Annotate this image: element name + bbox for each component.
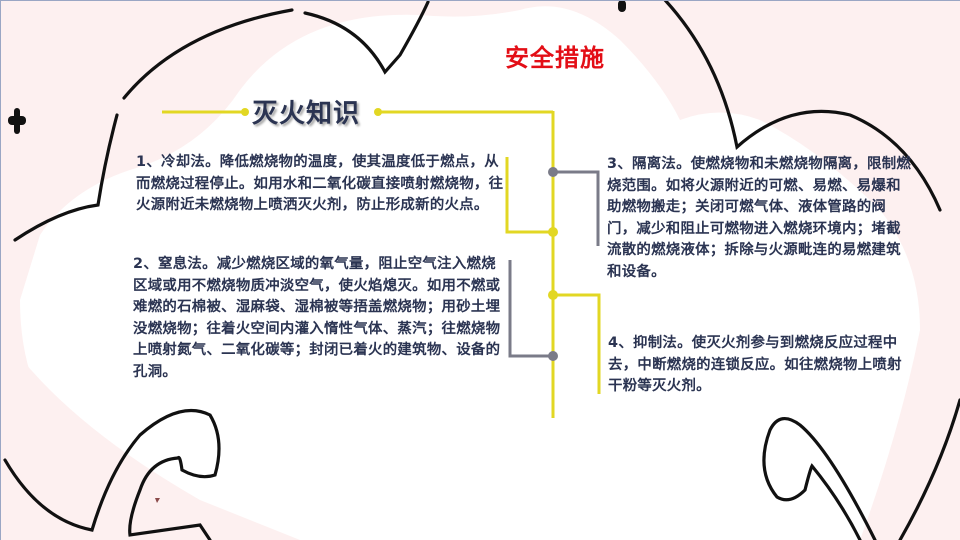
section-heading: 灭火知识 — [252, 99, 361, 129]
method-smothering-text: 2、窒息法。减少燃烧区域的氧气量，阻止空气注入燃烧区域或用不燃烧物质冲淡空气，使… — [133, 256, 501, 380]
method-cooling-text: 1、冷却法。降低燃烧物的温度，使其温度低于燃点，从而燃烧过程停止。如用水和二氧化… — [136, 154, 504, 213]
frame-border-top — [0, 0, 960, 1]
method-inhibition-text: 4、抑制法。使灭火剂参与到燃烧反应过程中去，中断燃烧的连锁反应。如往燃烧物上喷射… — [608, 335, 902, 394]
page-title: 安全措施 — [505, 44, 605, 72]
frame-border-left — [0, 0, 1, 540]
method-isolation-text: 3、隔离法。使燃烧物和未燃烧物隔离，限制燃烧范围。如将火源附近的可燃、易燃、易爆… — [607, 156, 912, 280]
